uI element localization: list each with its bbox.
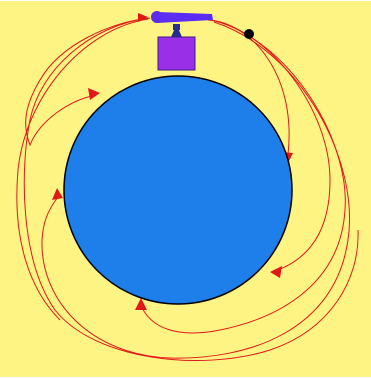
trajectory-longer	[41, 21, 350, 359]
arrow-head-left	[88, 88, 100, 100]
arrow-head-left-mid	[52, 188, 63, 200]
arrow-head-top	[138, 13, 148, 22]
cannon-icon	[151, 11, 213, 23]
cannon-tower	[157, 36, 196, 71]
trajectory-left-outer	[16, 18, 149, 321]
cannonball-icon	[244, 29, 254, 39]
arrow-head-right-lower	[270, 266, 282, 278]
trajectory-long	[139, 19, 346, 334]
trajectory-full-orbit	[23, 17, 359, 362]
trajectory-left-upper	[25, 17, 151, 147]
planet-circle	[63, 75, 293, 305]
trajectory-group	[16, 17, 359, 362]
arrow-head-bottom	[135, 298, 147, 310]
cannon-mount	[171, 24, 182, 37]
